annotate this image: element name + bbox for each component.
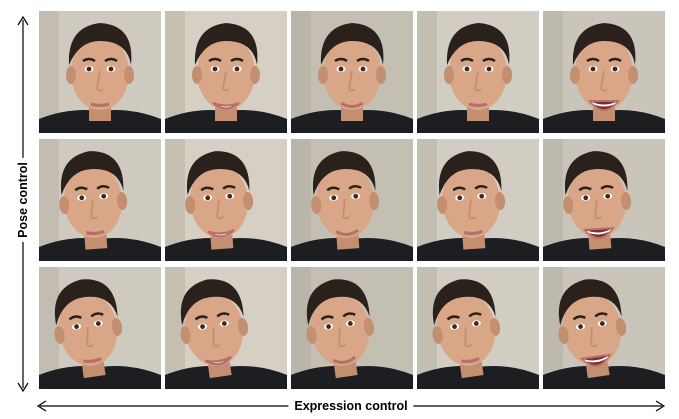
- face-image-r1-c1: [39, 11, 161, 133]
- face-image-r2-c4: [417, 139, 539, 261]
- face-image-r1-c3: [291, 11, 413, 133]
- face-image-r3-c5: [543, 267, 665, 389]
- face-image-r1-c5: [543, 11, 665, 133]
- face-image-r2-c5: [543, 139, 665, 261]
- face-image-r3-c1: [39, 267, 161, 389]
- face-image-r2-c2: [165, 139, 287, 261]
- face-image-r3-c3: [291, 267, 413, 389]
- face-image-r2-c1: [39, 139, 161, 261]
- face-image-r3-c4: [417, 267, 539, 389]
- face-image-r1-c2: [165, 11, 287, 133]
- expression-control-label: Expression control: [288, 399, 414, 413]
- face-image-r1-c4: [417, 11, 539, 133]
- pose-control-label: Pose control: [16, 158, 30, 242]
- face-image-r3-c2: [165, 267, 287, 389]
- face-image-grid: [39, 11, 665, 389]
- face-image-r2-c3: [291, 139, 413, 261]
